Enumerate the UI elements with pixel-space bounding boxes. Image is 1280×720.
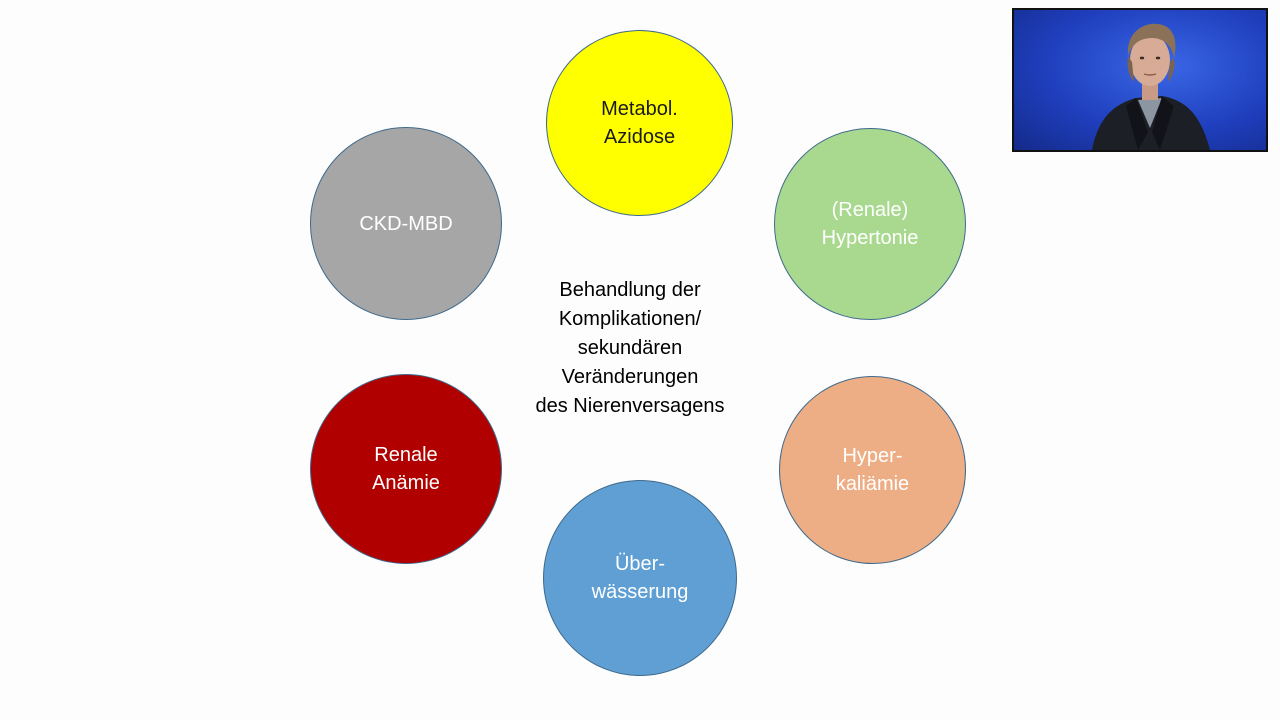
renal-anemia-label: Renale Anämie [372,444,440,494]
metabolic-acidosis-label: Metabol. Azidose [601,98,678,148]
renal-hypertension-circle: (Renale) Hypertonie [774,128,966,320]
center-title: Behandlung der Komplikationen/ sekundäre… [535,279,725,417]
fluid-overload-circle: Über- wässerung [543,480,737,676]
fluid-overload-label: Über- wässerung [591,553,689,603]
presenter-silhouette [1092,23,1210,150]
ckd-mbd-circle: CKD-MBD [310,127,502,320]
metabolic-acidosis-circle: Metabol. Azidose [546,30,733,216]
hyperkalemia-label: Hyper- kaliämie [835,445,910,495]
ckd-mbd-label: CKD-MBD [359,212,453,235]
hyperkalemia-circle: Hyper- kaliämie [779,376,966,564]
renal-anemia-circle: Renale Anämie [310,374,502,564]
presenter-video [1012,8,1268,152]
renal-hypertension-label: (Renale) Hypertonie [821,199,919,249]
